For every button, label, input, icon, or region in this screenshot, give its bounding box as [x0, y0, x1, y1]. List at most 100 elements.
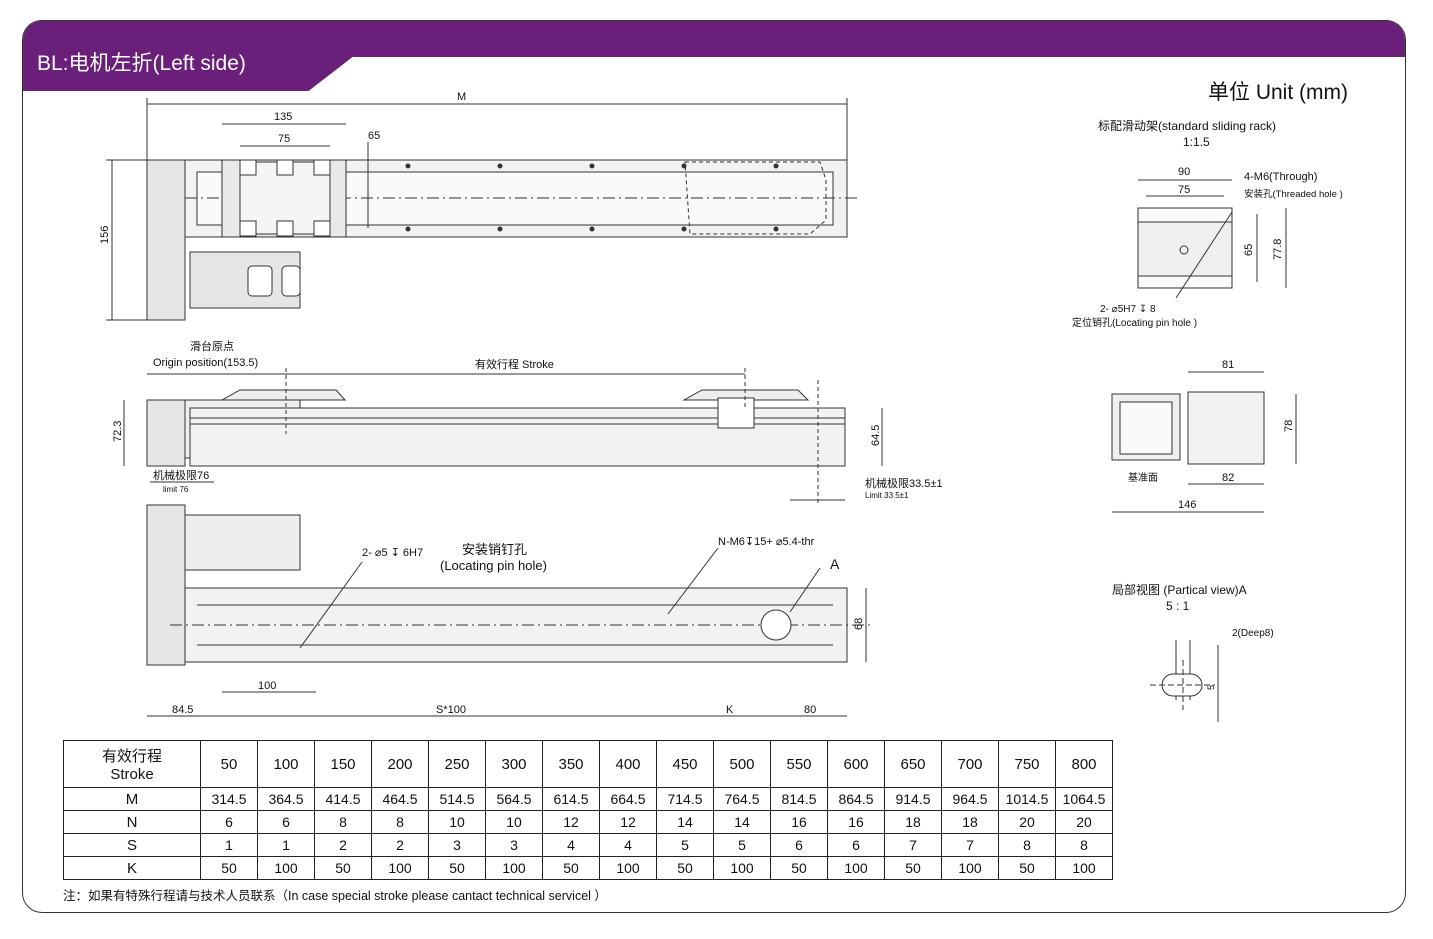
table-cell: 6 — [257, 810, 315, 834]
bottom-view — [146, 504, 870, 717]
stroke-cell: 600 — [827, 740, 885, 788]
row-label: K — [63, 856, 201, 880]
thread-spec: N-M6↧15+ ⌀5.4-thr — [718, 536, 815, 548]
table-row: M 314.5 364.5 414.5 464.5 514.5 564.5 61… — [63, 787, 1113, 811]
table-cell: 16 — [770, 810, 828, 834]
table-cell: 50 — [314, 856, 372, 880]
dim-84-5: 84.5 — [172, 704, 193, 716]
table-cell: 10 — [428, 810, 486, 834]
dim-156: 156 — [99, 226, 111, 244]
table-cell: 50 — [200, 856, 258, 880]
dim-64-5: 64.5 — [870, 425, 882, 446]
table-row: K 50 100 50 100 50 100 50 100 50 100 50 … — [63, 856, 1113, 880]
partial-deep: 2(Deep8) — [1232, 628, 1274, 639]
end-dim-81: 81 — [1222, 359, 1234, 371]
table-cell: 464.5 — [371, 787, 429, 811]
rack-dim-65: 65 — [1243, 244, 1255, 256]
table-cell: 814.5 — [770, 787, 828, 811]
mech-limit-left-cn: 机械极限76 — [153, 468, 209, 482]
stroke-cell: 450 — [656, 740, 714, 788]
stroke-cell: 500 — [713, 740, 771, 788]
table-cell: 2 — [314, 833, 372, 857]
dim-s100: S*100 — [436, 704, 466, 716]
table-cell: 100 — [599, 856, 657, 880]
mech-limit-right-cn: 机械极限33.5±1 — [865, 476, 943, 490]
table-cell: 964.5 — [941, 787, 999, 811]
header-label-cn: 有效行程 — [101, 748, 162, 765]
table-cell: 714.5 — [656, 787, 714, 811]
table-cell: 100 — [941, 856, 999, 880]
end-view — [1111, 371, 1297, 513]
table-cell: 5 — [713, 833, 771, 857]
side-view — [123, 368, 883, 506]
table-cell: 2 — [371, 833, 429, 857]
partial-dim-5: 5 — [1206, 685, 1216, 690]
stroke-cell: 50 — [200, 740, 258, 788]
dim-80: 80 — [804, 704, 816, 716]
table-cell: 414.5 — [314, 787, 372, 811]
stroke-cell: 400 — [599, 740, 657, 788]
top-view — [106, 98, 860, 321]
origin-en: Origin position(153.5) — [153, 357, 258, 369]
table-cell: 764.5 — [713, 787, 771, 811]
dim-100: 100 — [258, 680, 276, 692]
stroke-cell: 150 — [314, 740, 372, 788]
end-ref-face: 基准面 — [1128, 471, 1158, 484]
table-cell: 564.5 — [485, 787, 543, 811]
stroke-cell: 300 — [485, 740, 543, 788]
table-cell: 50 — [542, 856, 600, 880]
table-cell: 914.5 — [884, 787, 942, 811]
footnote: 注：如果有特殊行程请与技术人员联系（In case special stroke… — [63, 889, 607, 903]
drawing-frame: BL:电机左折(Left side) — [22, 20, 1406, 913]
table-cell: 8 — [998, 833, 1056, 857]
table-cell: 864.5 — [827, 787, 885, 811]
label-A: A — [830, 556, 840, 572]
pin-hole-cn: 安装销钉孔 — [462, 542, 527, 557]
table-cell: 50 — [428, 856, 486, 880]
table-cell: 18 — [941, 810, 999, 834]
table-cell: 100 — [485, 856, 543, 880]
table-cell: 50 — [770, 856, 828, 880]
stroke-cell: 350 — [542, 740, 600, 788]
pin-hole-en: (Locating pin hole) — [440, 558, 547, 573]
rack-dim-75: 75 — [1178, 184, 1190, 196]
stroke-cell: 550 — [770, 740, 828, 788]
stroke-cell: 750 — [998, 740, 1056, 788]
rack-dim-90: 90 — [1178, 166, 1190, 178]
page-title: BL:电机左折(Left side) — [37, 52, 246, 75]
table-cell: 16 — [827, 810, 885, 834]
rack-thread-cn: 安装孔(Threaded hole ) — [1244, 188, 1343, 200]
dim-M: M — [457, 91, 466, 103]
mech-limit-right-en: Limit 33.5±1 — [865, 491, 909, 500]
stroke-label: 有效行程 Stroke — [475, 357, 554, 371]
dim-72-3: 72.3 — [112, 421, 124, 442]
table-cell: 6 — [770, 833, 828, 857]
stroke-cell: 200 — [371, 740, 429, 788]
table-cell: 6 — [827, 833, 885, 857]
table-cell: 4 — [599, 833, 657, 857]
row-label: M — [63, 787, 201, 811]
table-cell: 1 — [257, 833, 315, 857]
table-row: S 1 1 2 2 3 3 4 4 5 5 6 6 7 7 8 8 — [63, 833, 1113, 857]
table-cell: 12 — [542, 810, 600, 834]
table-cell: 514.5 — [428, 787, 486, 811]
dim-75: 75 — [278, 133, 290, 145]
dim-65: 65 — [368, 130, 380, 142]
table-cell: 14 — [713, 810, 771, 834]
table-cell: 14 — [656, 810, 714, 834]
table-cell: 4 — [542, 833, 600, 857]
row-label: N — [63, 810, 201, 834]
end-dim-146: 146 — [1178, 499, 1196, 511]
table-cell: 7 — [941, 833, 999, 857]
table-cell: 50 — [884, 856, 942, 880]
spec-table: 有效行程 Stroke 50 100 150 200 250 300 350 4… — [63, 740, 1113, 880]
row-label: S — [63, 833, 201, 857]
table-cell: 364.5 — [257, 787, 315, 811]
table-row: 有效行程 Stroke 50 100 150 200 250 300 350 4… — [63, 740, 1113, 788]
table-cell: 100 — [1055, 856, 1113, 880]
table-cell: 6 — [200, 810, 258, 834]
pin-hole-spec: 2- ⌀5 ↧ 6H7 — [362, 547, 423, 559]
stroke-cell: 650 — [884, 740, 942, 788]
table-cell: 12 — [599, 810, 657, 834]
